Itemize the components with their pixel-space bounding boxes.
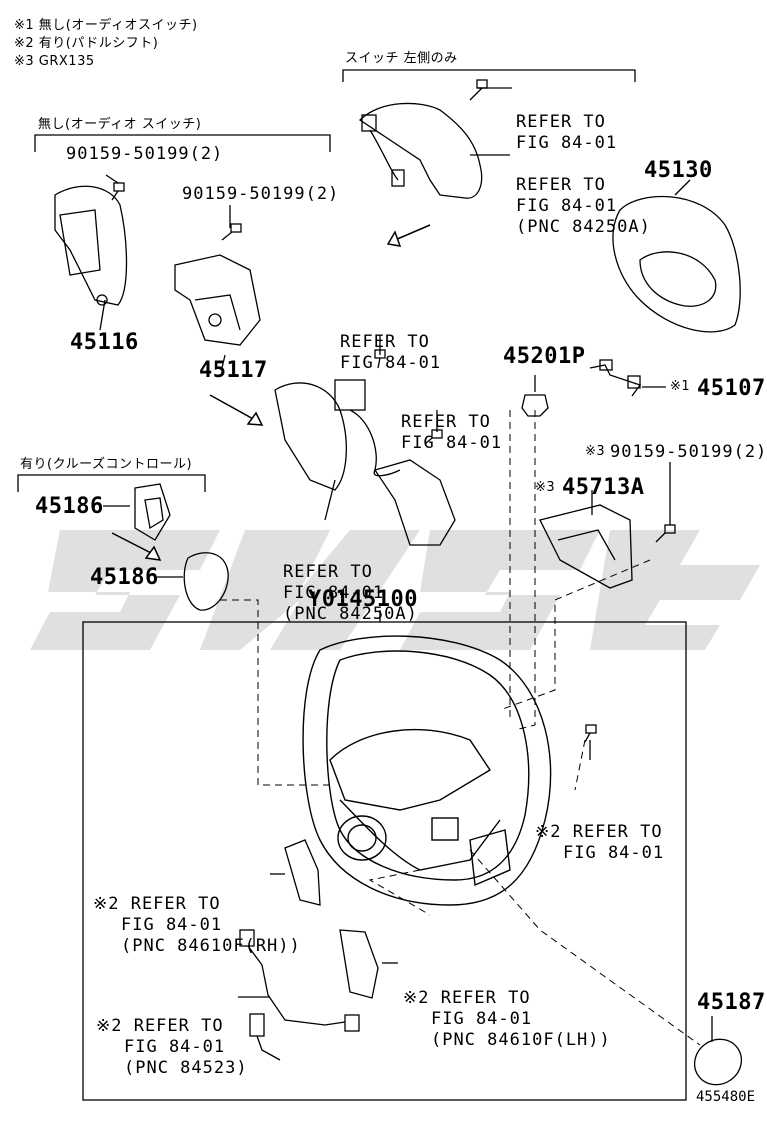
- part-number-45186-lower[interactable]: 45186: [90, 565, 159, 590]
- group-no-audio-switch: 無し(オーディオ スイッチ): [38, 117, 202, 132]
- airbag-cover: [612, 195, 741, 333]
- ornament-45186: [134, 483, 229, 611]
- figure-id: 455480E: [696, 1089, 756, 1105]
- assembly-box: [82, 621, 687, 1101]
- bracket-no-audio-switch: [34, 134, 331, 152]
- mark-45713A: ※3: [535, 480, 556, 495]
- arrow-icon: [209, 394, 256, 421]
- bolt-number-b[interactable]: 90159-50199(2): [182, 184, 340, 204]
- wire-harness-84523: [239, 929, 360, 1061]
- part-number-45186-upper[interactable]: 45186: [35, 494, 104, 519]
- bolt-icon: [111, 182, 125, 201]
- part-number-45130[interactable]: 45130: [644, 158, 713, 183]
- part-number-45117[interactable]: 45117: [199, 358, 268, 383]
- bolt-number-a[interactable]: 90159-50199(2): [66, 144, 224, 164]
- bolt-icon: [221, 223, 242, 241]
- wire-harness-45107: [589, 359, 642, 397]
- bracket-with-cruise: [17, 474, 206, 492]
- arrow-icon: [111, 532, 156, 556]
- cap-45187: [693, 1038, 743, 1086]
- mark-bolt-c: ※3: [585, 444, 606, 459]
- bolt-icon: [469, 79, 488, 101]
- switch-harness-top: [358, 102, 483, 199]
- mark-45107: ※1: [670, 379, 691, 394]
- paddle-switches: [284, 839, 379, 999]
- part-number-45107[interactable]: 45107: [697, 376, 766, 401]
- bolt-icon: [424, 429, 443, 445]
- bolt-icon: [584, 724, 597, 743]
- assembly-number[interactable]: Y0145100: [308, 587, 418, 612]
- note-3: ※3 GRX135: [14, 54, 95, 69]
- steering-wheel: [302, 635, 552, 906]
- note-2: ※2 有り(パドルシフト): [14, 36, 159, 51]
- part-number-45201P[interactable]: 45201P: [503, 344, 586, 369]
- cover-45713A: [539, 504, 633, 589]
- part-number-45713A[interactable]: 45713A: [562, 475, 645, 500]
- part-number-45187[interactable]: 45187: [697, 990, 766, 1015]
- cap-45201P: [521, 394, 549, 417]
- part-number-45116[interactable]: 45116: [70, 330, 139, 355]
- group-left-only-switch: スイッチ 左側のみ: [345, 51, 458, 66]
- bolt-icon: [655, 524, 676, 543]
- bolt-icon: [374, 349, 386, 369]
- switch-harness-middle: [274, 379, 456, 546]
- switch-45117: [174, 254, 261, 346]
- bolt-number-c[interactable]: 90159-50199(2): [610, 442, 767, 462]
- note-1: ※1 無し(オーディオスイッチ): [14, 18, 198, 33]
- group-with-cruise: 有り(クルーズコントロール): [20, 457, 193, 472]
- arrow-icon: [394, 224, 431, 241]
- switch-bezel-45116: [54, 185, 128, 306]
- bracket-left-only-switch: [342, 69, 636, 82]
